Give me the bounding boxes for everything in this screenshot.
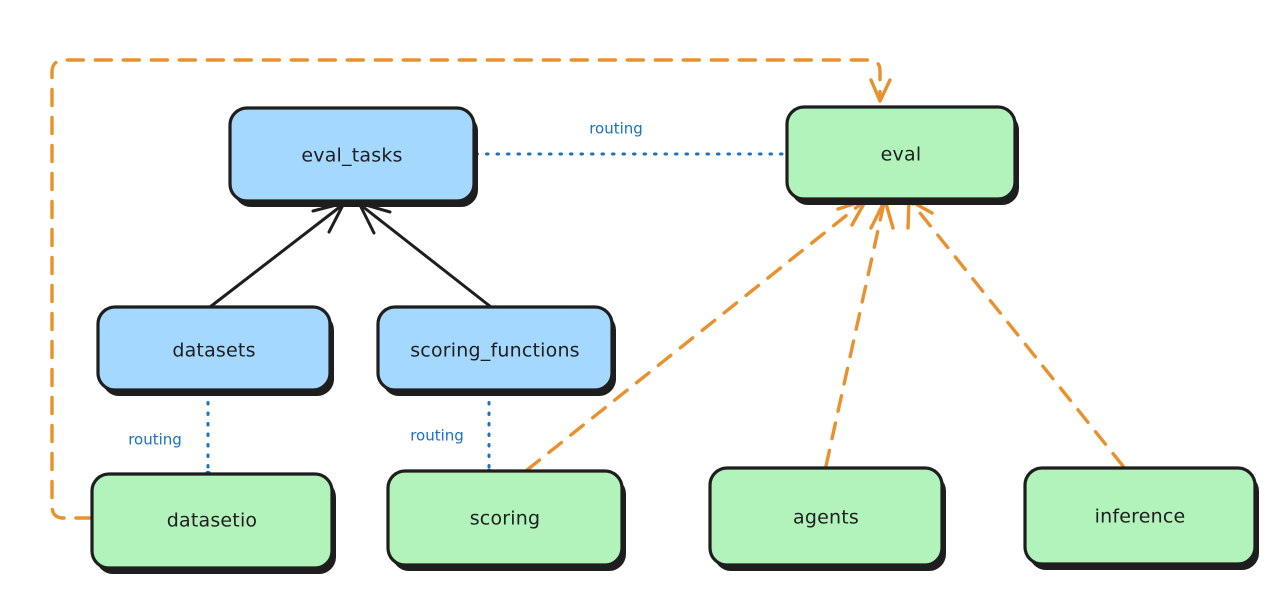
node-eval-box <box>785 105 1017 201</box>
node-scoring-functions[interactable]: scoring_functions <box>376 305 616 396</box>
edge-label-routing-datasets: routing <box>128 431 182 449</box>
node-scoring-box <box>386 469 624 567</box>
node-eval-tasks-box <box>228 106 476 203</box>
node-datasetio-label: datasetio <box>167 510 258 532</box>
edge-datasets-datasetio <box>204 390 212 478</box>
edge-datasetio-eval-line <box>50 58 882 520</box>
node-scoring[interactable]: scoring <box>386 469 626 571</box>
node-eval-tasks[interactable]: eval_tasks <box>228 106 478 207</box>
edge-agents-eval <box>824 198 895 468</box>
edge-scoring-functions-eval-tasks-line <box>360 204 493 309</box>
edge-eval-tasks-eval <box>474 150 793 158</box>
node-inference-label: inference <box>1095 506 1186 528</box>
node-eval[interactable]: eval <box>785 105 1019 205</box>
edge-scoring-eval-line <box>525 201 864 472</box>
node-agents-label: agents <box>793 507 859 529</box>
node-datasetio[interactable]: datasetio <box>90 472 336 574</box>
edge-scoring-functions-scoring <box>485 390 493 476</box>
edge-agents-eval-line <box>824 201 886 468</box>
edge-inference-eval-line <box>910 201 1125 468</box>
node-eval-tasks-label: eval_tasks <box>301 145 402 167</box>
node-scoring-functions-label: scoring_functions <box>410 340 580 362</box>
node-datasets[interactable]: datasets <box>96 305 334 396</box>
edge-datasets-eval-tasks <box>208 201 346 309</box>
edge-label-routing-scoring-functions: routing <box>410 427 464 445</box>
node-scoring-label: scoring <box>470 508 541 530</box>
node-agents[interactable]: agents <box>708 466 946 571</box>
edge-datasetio-eval <box>50 58 892 520</box>
node-datasetio-box <box>90 472 334 570</box>
edge-label-routing-eval-tasks: routing <box>589 120 643 138</box>
node-scoring-functions-box <box>376 305 614 392</box>
node-eval-label: eval <box>881 144 922 166</box>
node-inference[interactable]: inference <box>1023 466 1259 570</box>
edge-datasetio-eval-arrowhead <box>869 78 892 103</box>
edge-datasets-eval-tasks-line <box>208 204 343 309</box>
edge-scoring-functions-eval-tasks <box>357 201 493 309</box>
node-inference-box <box>1023 466 1257 566</box>
edge-inference-eval <box>906 198 1125 468</box>
node-agents-box <box>708 466 944 567</box>
node-datasets-label: datasets <box>172 340 255 362</box>
node-datasets-box <box>96 305 332 392</box>
